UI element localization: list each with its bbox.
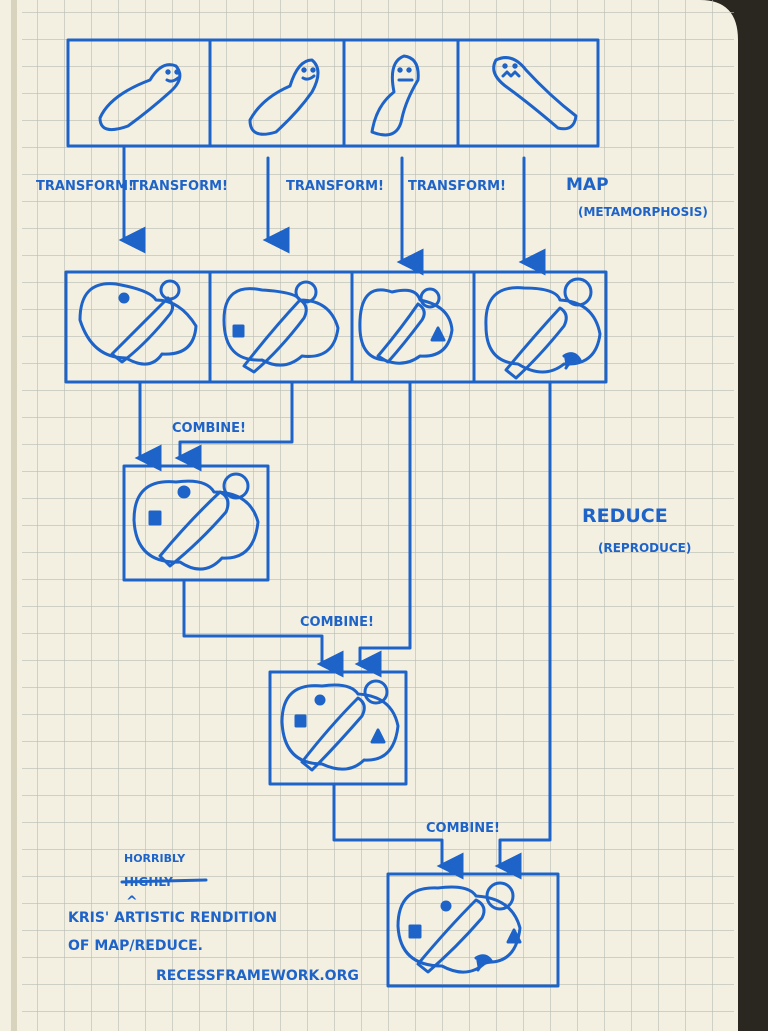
combine-label-1: COMBINE! — [172, 421, 246, 436]
reduce-title: REDUCE — [582, 505, 668, 527]
butterfly-icon — [396, 881, 522, 974]
struck-word: HIGHLY — [124, 875, 173, 889]
butterfly-icon — [78, 279, 198, 366]
combined-result-1 — [122, 464, 270, 582]
inserted-word: HORRIBLY — [124, 852, 186, 865]
combine-label-2: COMBINE! — [300, 615, 374, 630]
credit-line-2: OF MAP/REDUCE. — [68, 938, 203, 954]
combine-label-3: COMBINE! — [426, 821, 500, 836]
caterpillar-icon — [492, 56, 578, 131]
credit-line-3: RECESSFRAMEWORK.ORG — [156, 968, 359, 984]
grid-lines — [22, 0, 734, 1031]
final-result — [386, 872, 560, 988]
transform-label-2: TRANSFORM! — [130, 179, 228, 194]
arrow-down-icon — [182, 578, 344, 678]
butterfly-icon — [222, 280, 340, 374]
combined-result-2 — [268, 670, 408, 786]
transform-label-4: TRANSFORM! — [408, 179, 506, 194]
map-title: MAP — [566, 175, 609, 195]
arrow-down-icon — [494, 380, 552, 880]
transform-label-1: TRANSFORM! — [36, 179, 134, 194]
combine-connector-2 — [182, 380, 412, 678]
butterfly-icon — [280, 679, 400, 772]
caterpillar-icon — [98, 63, 182, 132]
arrow-down-icon — [332, 782, 464, 880]
arrow-down-icon — [174, 380, 294, 472]
transform-arrows — [118, 144, 546, 276]
caterpillar-row — [66, 38, 600, 148]
combine-connector-3 — [332, 380, 552, 880]
strikethrough-mark — [120, 878, 208, 884]
transform-label-3: TRANSFORM! — [286, 179, 384, 194]
reduce-subtitle: (REPRODUCE) — [598, 541, 691, 555]
map-subtitle: (METAMORPHOSIS) — [578, 205, 708, 219]
combine-connector-1 — [134, 380, 294, 472]
insertion-caret: ^ — [126, 894, 138, 910]
caterpillar-icon — [248, 58, 320, 136]
butterfly-icon — [484, 277, 602, 380]
butterfly-row — [64, 270, 608, 384]
credit-line-1: KRIS' ARTISTIC RENDITION — [68, 910, 277, 926]
butterfly-icon — [358, 287, 454, 365]
butterfly-icon — [132, 472, 260, 571]
caterpillar-icon — [370, 54, 420, 137]
arrow-down-icon — [354, 380, 412, 678]
